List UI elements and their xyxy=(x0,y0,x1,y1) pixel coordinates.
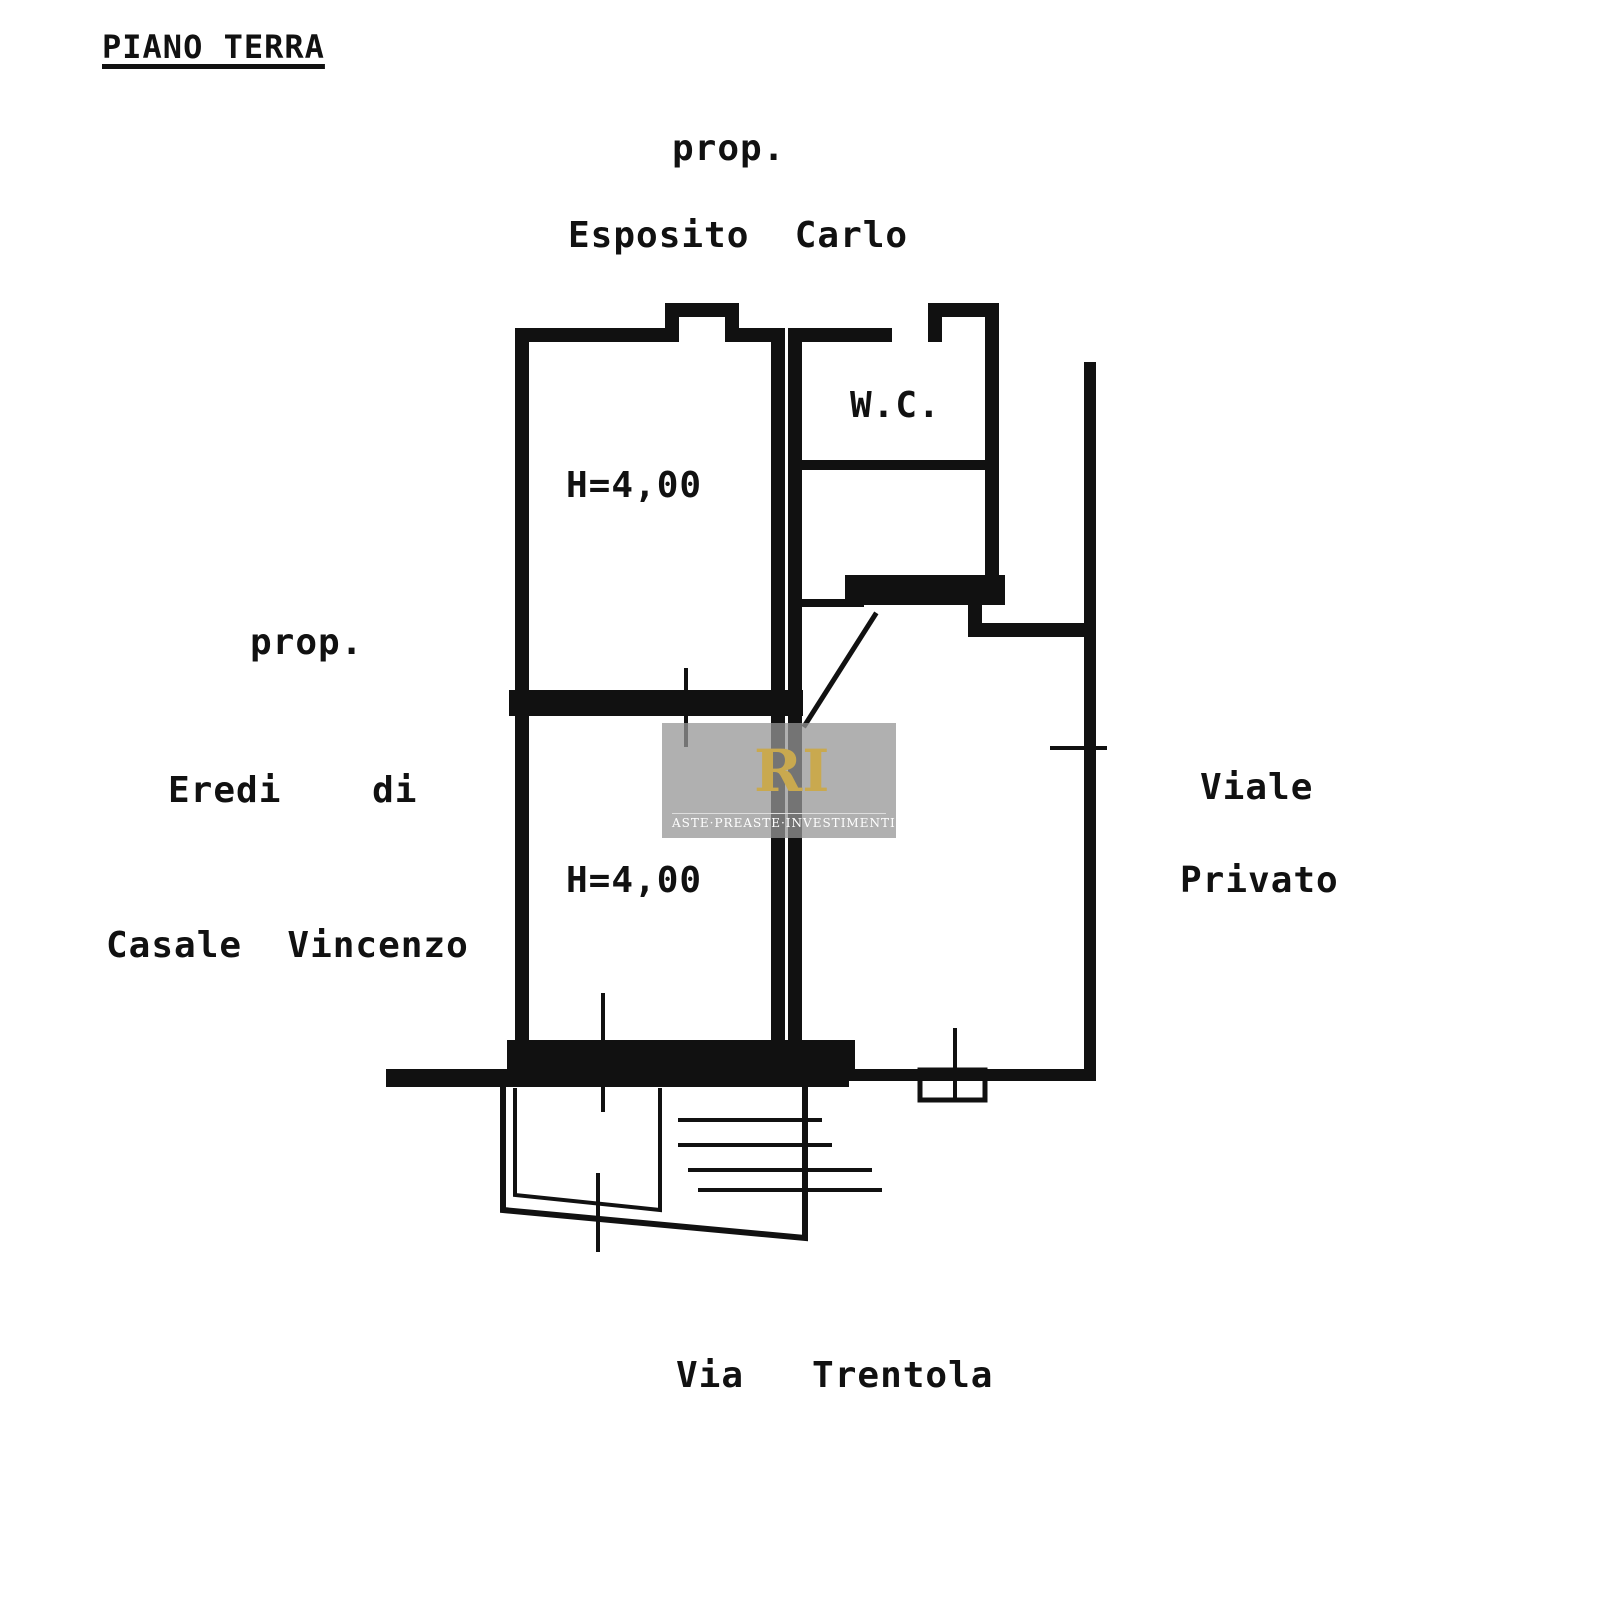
watermark-text: ASTE·PREASTE·INVESTIMENTI xyxy=(672,813,895,830)
porch xyxy=(500,1087,808,1242)
label-north-owner: Esposito Carlo xyxy=(568,215,909,256)
watermark: RI ASTE·PREASTE·INVESTIMENTI xyxy=(662,723,896,838)
window-bottom-right xyxy=(917,1067,988,1103)
label-south-street: Via Trentola xyxy=(676,1355,994,1396)
door-swing xyxy=(801,611,879,729)
porch-inner xyxy=(513,1088,662,1213)
label-west-owner-1: Eredi di xyxy=(168,770,418,811)
plan-title: PIANO TERRA xyxy=(102,28,325,66)
watermark-logo: RI xyxy=(754,737,830,805)
label-north-prop: prop. xyxy=(672,128,786,169)
label-east-2: Privato xyxy=(1180,860,1339,901)
ticks xyxy=(596,668,1107,1252)
room-lower-height: H=4,00 xyxy=(566,860,703,901)
wall-left-block xyxy=(515,303,785,1047)
room-wc: W.C. xyxy=(850,385,941,426)
wall-right xyxy=(834,362,1096,1081)
label-west-owner-2: Casale Vincenzo xyxy=(106,925,469,966)
room-upper-height: H=4,00 xyxy=(566,465,703,506)
label-east-1: Viale xyxy=(1200,767,1314,808)
label-west-prop: prop. xyxy=(250,622,364,663)
steps xyxy=(678,1118,882,1192)
